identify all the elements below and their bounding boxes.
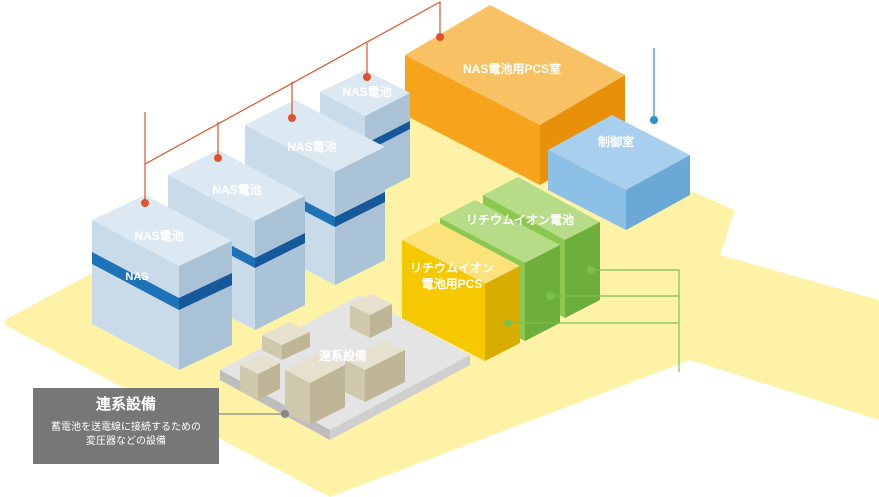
leader-dot bbox=[141, 199, 149, 207]
leader-dot bbox=[288, 114, 296, 122]
lithium-leader-lines bbox=[508, 269, 680, 372]
nas-leader-lines bbox=[144, 0, 441, 203]
nas-battery-label-1: NAS電池 bbox=[134, 228, 183, 243]
leader-dot bbox=[436, 33, 444, 41]
callout-line-2: 変圧器などの設備 bbox=[86, 436, 166, 447]
grid-equipment-callout: 連系設備 蓄電池を送電線に接続するための 変圧器などの設備 bbox=[33, 388, 219, 464]
leader-dot bbox=[363, 73, 371, 81]
control-room bbox=[548, 115, 690, 230]
control-room-label: 制御室 bbox=[598, 134, 634, 149]
lithium-pcs-block bbox=[402, 222, 520, 361]
nas-battery-label-2: NAS電池 bbox=[212, 182, 261, 197]
leader-dot bbox=[546, 292, 554, 300]
leader-dot bbox=[587, 266, 595, 274]
grid-equipment-area bbox=[220, 294, 470, 440]
callout-title: 連系設備 bbox=[95, 396, 156, 413]
lithium-battery-label: リチウムイオン電池 bbox=[466, 212, 574, 227]
leader-dot bbox=[214, 154, 222, 162]
nas-pcs-room-label: NAS電池用PCS室 bbox=[463, 61, 561, 76]
lithium-pcs-label-line2: 電池用PCS bbox=[422, 276, 483, 291]
callout-line-1: 蓄電池を送電線に接続するための bbox=[51, 422, 201, 433]
nas-battery-label-3: NAS電池 bbox=[287, 139, 336, 154]
nas-battery-stack-1 bbox=[92, 195, 232, 370]
leader-dot bbox=[504, 319, 512, 327]
leader-dot bbox=[281, 410, 289, 418]
nas-mark: NAS bbox=[125, 271, 148, 283]
nas-battery-label-4: NAS電池 bbox=[342, 84, 391, 99]
lithium-pcs-label-line1: リチウムイオン bbox=[410, 261, 494, 275]
leader-dot bbox=[650, 116, 658, 124]
grid-equipment-label: 連系設備 bbox=[319, 348, 367, 363]
